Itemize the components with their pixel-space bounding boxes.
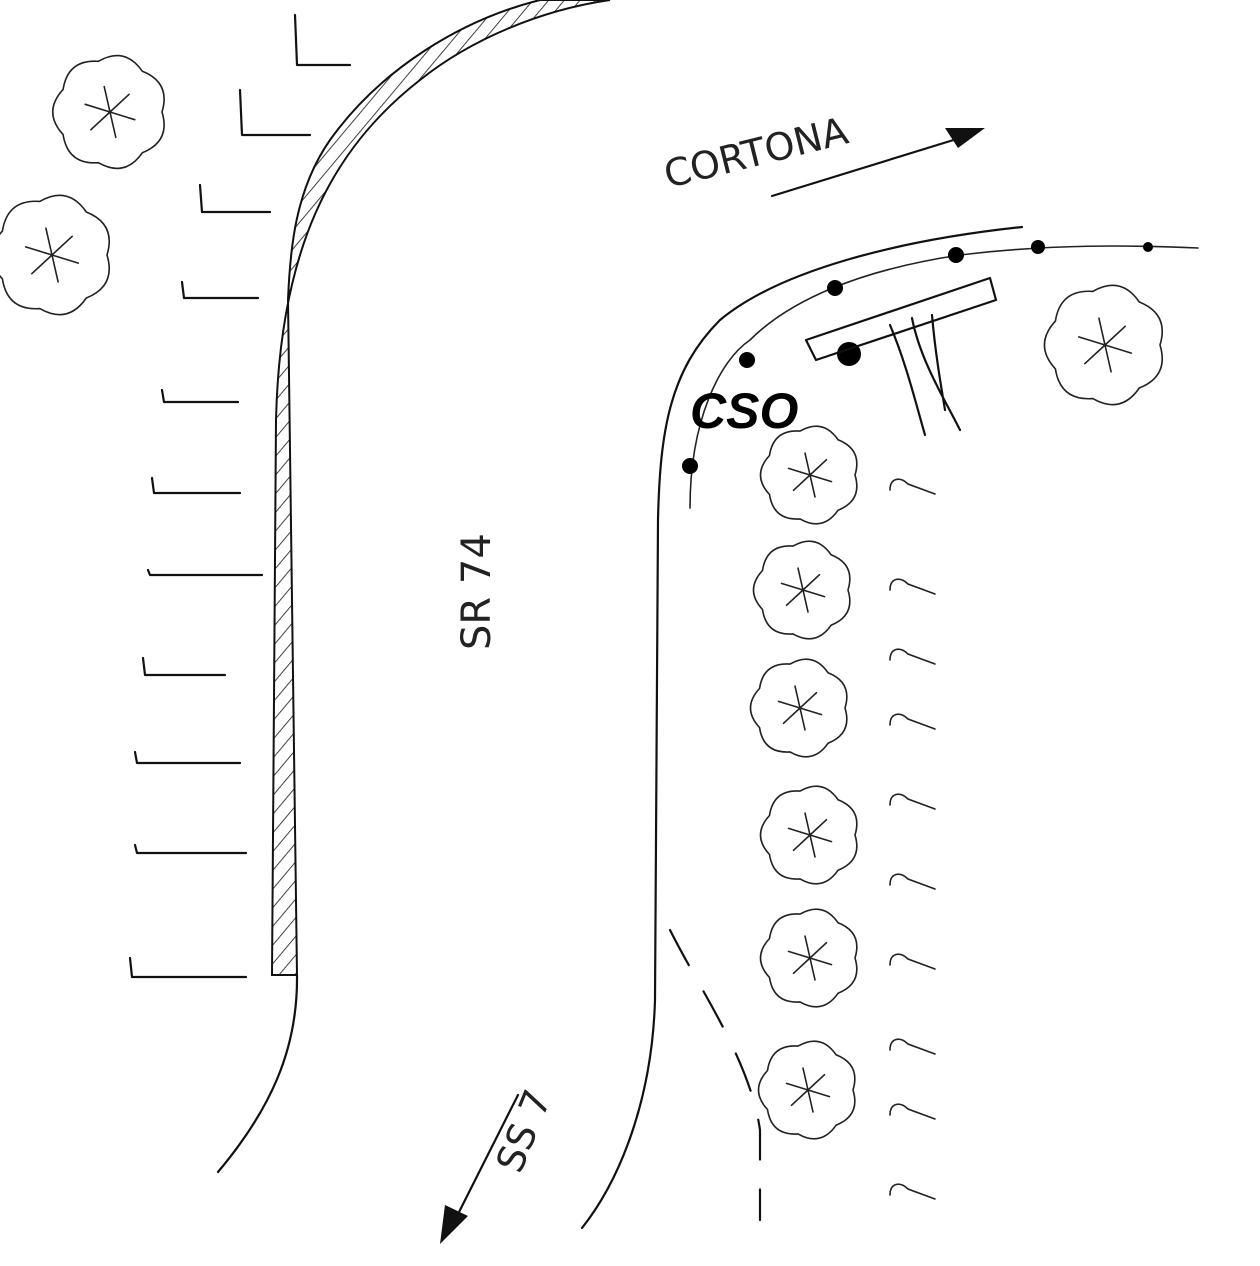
tree-branches (787, 812, 833, 858)
boundary-posts (682, 240, 1153, 474)
boundary-line (689, 245, 1199, 509)
parking-stalls-right (889, 478, 936, 1200)
parking-stall (133, 750, 242, 765)
tree-icon (759, 425, 858, 525)
parking-stalls-left (128, 13, 352, 979)
tree-branches (785, 1067, 831, 1113)
dashed-side-path (668, 928, 762, 1222)
road-edge-left (216, 973, 299, 1174)
tree-icon (757, 1040, 856, 1140)
south-road-label: SS 7 (488, 1084, 560, 1179)
parking-stall (889, 793, 936, 810)
parking-stall (141, 656, 227, 677)
parking-stall (293, 13, 352, 67)
parking-stall (889, 713, 936, 730)
parking-stall (889, 1183, 936, 1200)
parking-stall (160, 388, 240, 404)
bench (804, 276, 998, 362)
parking-stall (889, 648, 936, 665)
parking-stall (146, 568, 264, 577)
parking-stall (133, 843, 248, 855)
parking-stall (889, 1103, 936, 1120)
tree-icon (752, 540, 851, 640)
cso-label: CSO (690, 383, 798, 439)
arrowhead-icon (440, 1205, 468, 1244)
parking-stall (889, 1038, 936, 1055)
tree-icon (759, 908, 858, 1008)
tree-branches (24, 227, 80, 283)
south-road-arrow (453, 1093, 520, 1222)
main-road-label: SR 74 (454, 533, 500, 650)
sidewalk-hatched (270, 0, 611, 976)
arrowhead-icon (945, 128, 985, 148)
cortona-arrow (770, 136, 962, 198)
parking-stall (180, 280, 260, 300)
parking-stall (889, 953, 936, 970)
tree-branches (84, 85, 136, 139)
parking-stall (889, 478, 936, 495)
tree-branches (787, 452, 833, 498)
tree-branches (777, 685, 823, 731)
parking-stall (150, 476, 242, 495)
cortona-label: CORTONA (660, 109, 853, 197)
tree-branches (787, 935, 833, 981)
tree-icon (51, 54, 165, 170)
parking-stall (128, 956, 248, 979)
footpath (888, 313, 962, 437)
parking-stall (198, 183, 272, 214)
parking-stall (238, 88, 312, 137)
road-edge-right (580, 225, 1024, 1230)
tree-icon (759, 785, 858, 885)
parking-stall (889, 873, 936, 890)
tree-branches (780, 567, 826, 613)
tree-icon (1043, 284, 1164, 406)
tree-branches (1077, 317, 1133, 373)
tree-icon (0, 194, 111, 316)
trees (0, 54, 1164, 1140)
parking-stall (889, 578, 936, 595)
tree-icon (749, 658, 848, 758)
